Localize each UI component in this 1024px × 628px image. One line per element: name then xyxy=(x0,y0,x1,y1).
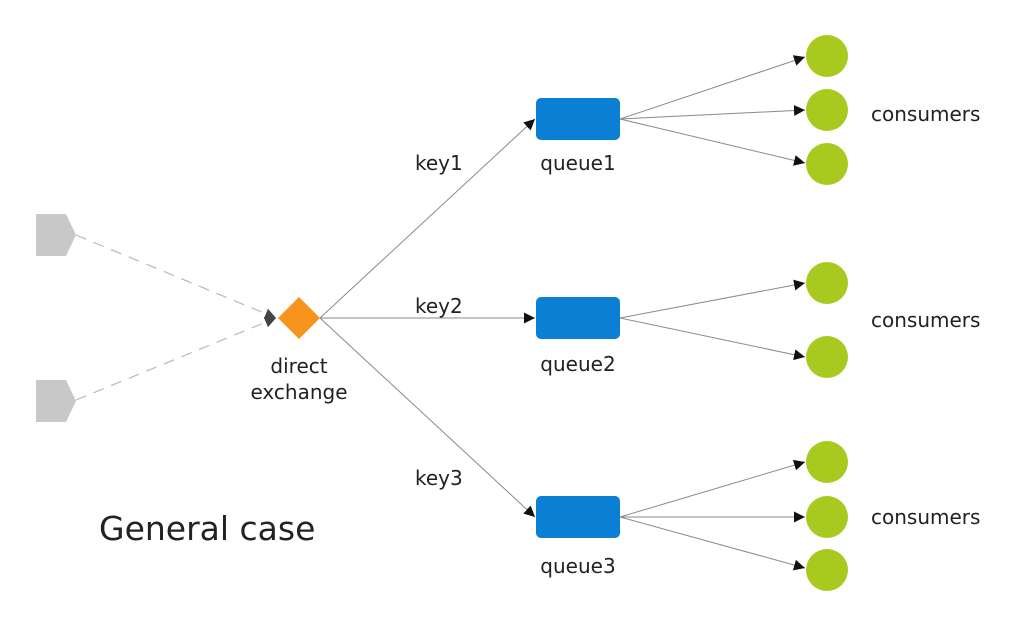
producer-2-shape xyxy=(36,380,76,422)
edge-queue2-consumer-1 xyxy=(619,279,806,319)
edge-queue1-consumer-1 xyxy=(619,55,806,120)
queue3-consumer-1 xyxy=(806,441,848,483)
queue1-box xyxy=(536,98,620,140)
queue3-consumer-2 xyxy=(806,496,848,538)
edge-queue3-consumer-3 xyxy=(619,516,806,571)
queue1-consumer-3 xyxy=(806,143,848,185)
exchange-diamond xyxy=(278,297,320,339)
queue2-consumer-1 xyxy=(806,262,848,304)
queue3-label: queue3 xyxy=(540,554,615,578)
edge-queue1-consumer-3 xyxy=(619,118,806,166)
queue1-label: queue1 xyxy=(540,151,615,175)
exchange-label-line2: exchange xyxy=(250,380,347,404)
edge-queue3-consumer-1 xyxy=(619,459,806,518)
exchange-label-line1: direct xyxy=(270,354,327,378)
edge-queue2-consumer-2 xyxy=(619,317,806,361)
diagram-title: General case xyxy=(99,509,315,548)
consumers-label-3: consumers xyxy=(871,505,980,529)
producer-1-shape xyxy=(36,214,76,256)
queue2-consumer-2 xyxy=(806,336,848,378)
producer-1-link xyxy=(75,234,277,319)
queue3-consumer-3 xyxy=(806,549,848,591)
queue1-consumer-2 xyxy=(806,89,848,131)
routing-key-label-1: key1 xyxy=(415,151,463,175)
producer-2-link xyxy=(75,317,277,401)
edge-exchange-queue3 xyxy=(319,317,536,518)
consumers-label-2: consumers xyxy=(871,308,980,332)
edge-exchange-queue1 xyxy=(319,118,536,319)
routing-key-label-2: key2 xyxy=(415,294,463,318)
edge-queue1-consumer-2 xyxy=(619,105,806,120)
routing-key-label-3: key3 xyxy=(415,466,463,490)
queue3-box xyxy=(536,496,620,538)
queue2-label: queue2 xyxy=(540,352,615,376)
queue1-consumer-1 xyxy=(806,35,848,77)
queue2-box xyxy=(536,297,620,339)
consumers-label-1: consumers xyxy=(871,102,980,126)
